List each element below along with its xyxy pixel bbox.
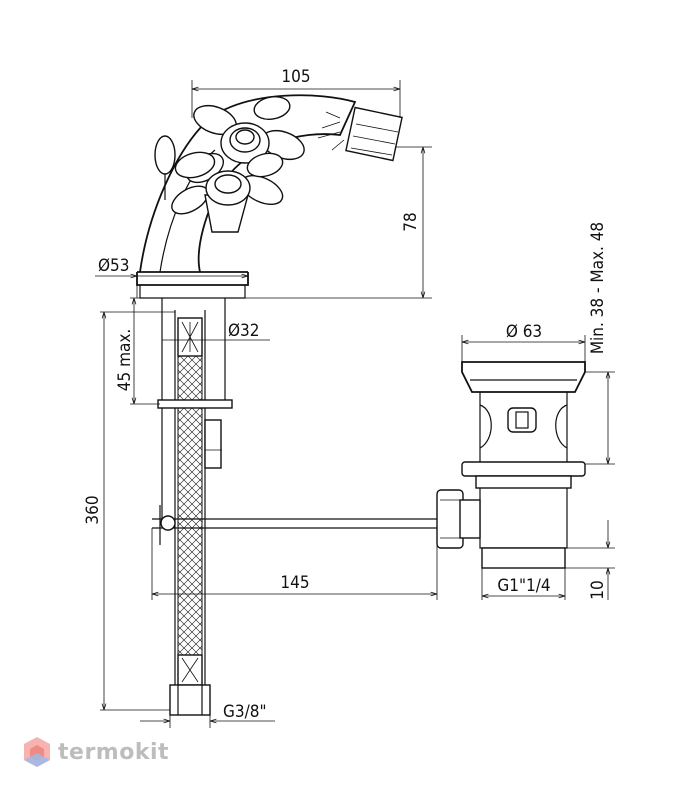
dim-waste-diameter-label: Ø 63 bbox=[506, 322, 542, 342]
dim-waste-range: Min. 38 - Max. 48 bbox=[585, 222, 615, 465]
dim-waste-thread: G1"1/4 bbox=[481, 568, 566, 600]
dim-height-spout: 78 bbox=[245, 146, 432, 299]
dim-hose-thread-label: G3/8" bbox=[223, 702, 267, 722]
dim-width-top-label: 105 bbox=[281, 67, 310, 87]
dim-rod-length: 145 bbox=[151, 528, 438, 600]
shank-assembly bbox=[157, 298, 233, 716]
dim-waste-height-label: 10 bbox=[588, 580, 608, 599]
dim-waste-height: 10 bbox=[565, 520, 615, 600]
popup-rod bbox=[152, 505, 440, 545]
brand-name: termokit bbox=[58, 739, 170, 765]
waste-assembly bbox=[436, 361, 586, 569]
brand-hexagon-icon bbox=[24, 737, 50, 767]
dim-total-length: 360 bbox=[83, 311, 175, 711]
dim-max-thickness-label: 45 max. bbox=[115, 329, 135, 392]
dim-waste-range-label: Min. 38 - Max. 48 bbox=[588, 222, 608, 354]
dim-base-diameter-label: Ø53 bbox=[98, 256, 130, 276]
dim-height-spout-label: 78 bbox=[401, 212, 421, 231]
dim-rod-length-label: 145 bbox=[280, 573, 309, 593]
dim-hose-thread: G3/8" bbox=[140, 702, 275, 728]
lower-cross-handle bbox=[171, 151, 284, 233]
dim-waste-diameter: Ø 63 bbox=[461, 322, 586, 362]
brand-logo: termokit bbox=[22, 735, 169, 769]
dim-width-top: 105 bbox=[191, 67, 401, 118]
dim-shank-diameter: Ø32 bbox=[162, 321, 270, 341]
lever-knob bbox=[154, 135, 176, 200]
dim-base-diameter: Ø53 bbox=[95, 256, 248, 298]
dim-shank-diameter-label: Ø32 bbox=[228, 321, 260, 341]
dim-waste-thread-label: G1"1/4 bbox=[497, 576, 550, 596]
dim-max-thickness: 45 max. bbox=[115, 297, 162, 405]
dim-total-length-label: 360 bbox=[83, 495, 103, 524]
